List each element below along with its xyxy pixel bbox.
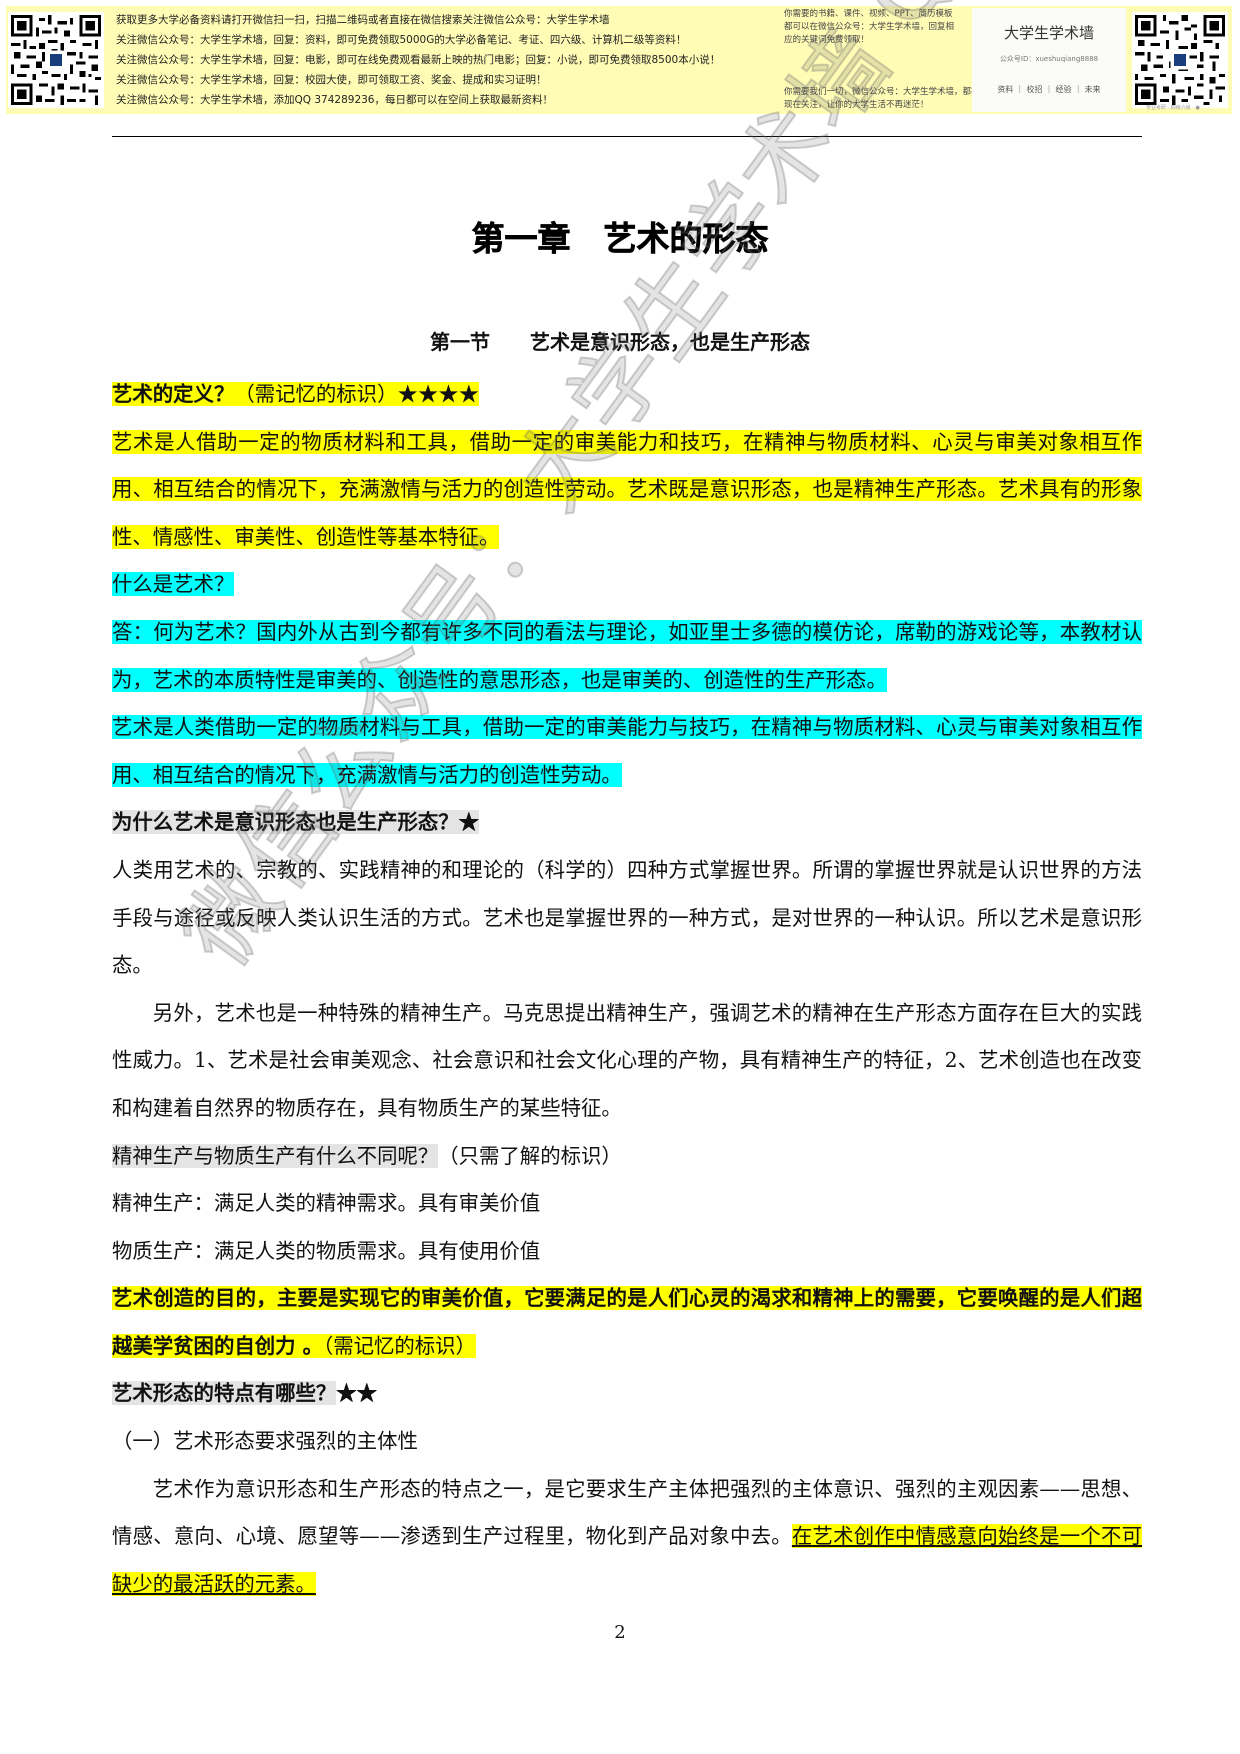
ad-line: 关注微信公众号：大学生学术墙，回复：校园大使，即可领取工资、奖金、提成和实习证明… [116,74,547,86]
question-heading: 艺术形态的特点有哪些？★★ [112,1370,1142,1418]
qr-code-icon [11,15,101,105]
ad-side-line: 应的关键词免费领取！ [784,35,870,45]
memorize-note: （需记忆的标识）★★★★ [234,382,480,406]
answer-text: 答：何为艺术？国内外从古到今都有许多不同的看法与理论，如亚里士多德的模仿论，席勒… [112,619,1142,692]
brand-title: 大学生学术墙 [1003,24,1094,42]
section-title: 第一节 艺术是意识形态，也是生产形态 [430,330,810,354]
question-title: 艺术形态的特点有哪些？ [112,1381,337,1406]
ad-side-line: 你需要我们一切，微信公众号：大学生学术墙，都有！ [784,87,974,97]
question-title: 什么是艺术？ [112,572,235,597]
key-statement-highlight: 艺术创造的目的，主要是实现它的审美价值，它要满足的是人们心灵的渴求和精神上的需要… [112,1286,1142,1358]
ad-side-line: 现在关注，让你的大学生活不再迷茫！ [784,100,929,110]
understand-note: （只需了解的标识） [438,1143,622,1168]
question-heading: 精神生产与物质生产有什么不同呢？（只需了解的标识） [112,1133,1142,1181]
question-highlight: 艺术的定义？（需记忆的标识）★★★★ [112,382,480,406]
brand-account-id: 公众号ID：xueshuqiang8888 [999,55,1099,63]
ad-side-text-bottom: 你需要我们一切，微信公众号：大学生学术墙，都有！ 现在关注，让你的大学生活不再迷… [784,86,974,112]
question-title: 精神生产与物质生产有什么不同呢？ [112,1143,439,1168]
key-statement: 艺术创造的目的，主要是实现它的审美价值，它要满足的是人们心灵的渴求和精神上的需要… [112,1286,1142,1358]
body-paragraph: 艺术作为意识形态和生产形态的特点之一，是它要求生产主体把强烈的主体意识、强烈的主… [112,1466,1143,1609]
body-paragraph: 另外，艺术也是一种特殊的精神生产。马克思提出精神生产，强调艺术的精神在生产形态方… [112,1000,1142,1120]
chapter-title: 第一章 艺术的形态 [471,219,769,259]
header-rule [112,136,1142,137]
brand-links: 资料 ｜ 校招 ｜ 经验 ｜ 未来 [997,85,1101,94]
question-title: 为什么艺术是意识形态也是生产形态？★ [112,810,480,835]
ad-line: 关注微信公众号：大学生学术墙，回复：电影，即可在线免费观看最新上映的热门电影；回… [116,54,721,66]
answer-text: 艺术是人借助一定的物质材料和工具，借助一定的审美能力和技巧，在精神与物质材料、心… [112,429,1142,549]
brand-card: 大学生学术墙 公众号ID：xueshuqiang8888 资料 ｜ 校招 ｜ 经… [972,8,1126,112]
ad-line: 关注微信公众号：大学生学术墙，回复：资料，即可免费领取5000G的大学必备笔记、… [116,34,687,46]
key-statement-end: 。 [295,1333,324,1358]
qr-code-right [1132,12,1228,108]
question-heading: 为什么艺术是意识形态也是生产形态？★ [112,799,1142,847]
subsection-heading: （一）艺术形态要求强烈的主体性 [112,1429,418,1454]
banner-footer-text: 专业考研 · 四级六级 · ● [1146,105,1200,111]
question-heading: 艺术的定义？（需记忆的标识）★★★★ [112,371,1142,419]
page-number: 2 [614,1622,626,1643]
answer-text: 艺术是人类借助一定的物质材料与工具，借助一定的审美能力与技巧，在精神与物质材料、… [112,715,1142,787]
key-statement-paragraph: 艺术创造的目的，主要是实现它的审美价值，它要满足的是人们心灵的渴求和精神上的需要… [112,1275,1142,1370]
body-line: 物质生产：满足人类的物质需求。具有使用价值 [112,1238,541,1263]
qr-code-icon [1135,15,1225,105]
answer-paragraph: 答：何为艺术？国内外从古到今都有许多不同的看法与理论，如亚里士多德的模仿论，席勒… [112,609,1142,704]
body-paragraph: 人类用艺术的、宗教的、实践精神的和理论的（科学的）四种方式掌握世界。所谓的掌握世… [112,857,1142,978]
answer-paragraph: 艺术是人借助一定的物质材料和工具，借助一定的审美能力和技巧，在精神与物质材料、心… [112,419,1142,562]
question-heading: 什么是艺术？ [112,561,1142,609]
ad-side-line: 你需要的书籍、课件、视频、PPT、简历模板 [784,9,953,19]
paragraph-text: 艺术作为意识形态和生产形态的特点之一，是它要求生产主体把强烈的主体意识、强烈的主… [112,1476,1142,1549]
document-body: 艺术的定义？（需记忆的标识）★★★★ 艺术是人借助一定的物质材料和工具，借助一定… [112,371,1143,1609]
memorize-note: （需记忆的标识） [323,1333,476,1358]
answer-paragraph: 艺术是人类借助一定的物质材料与工具，借助一定的审美能力与技巧，在精神与物质材料、… [112,704,1142,799]
ad-text-block: 获取更多大学必备资料请打开微信扫一扫，扫描二维码或者直接在微信搜索关注微信公众号… [116,10,756,110]
body-line: 精神生产：满足人类的精神需求。具有审美价值 [112,1191,541,1216]
question-title: 艺术的定义？ [112,382,235,406]
ad-line: 关注微信公众号：大学生学术墙，添加QQ 374289236，每日都可以在空间上获… [116,94,553,106]
ad-line: 获取更多大学必备资料请打开微信扫一扫，扫描二维码或者直接在微信搜索关注微信公众号… [116,14,610,26]
ad-side-line: 都可以在微信公众号：大学生学术墙，回复相 [784,22,955,32]
qr-code-left [8,12,104,108]
ad-banner: 获取更多大学必备资料请打开微信扫一扫，扫描二维码或者直接在微信搜索关注微信公众号… [6,6,1232,114]
ad-side-text-top: 你需要的书籍、课件、视频、PPT、简历模板 都可以在微信公众号：大学生学术墙，回… [784,8,974,47]
importance-stars: ★★ [336,1381,378,1406]
